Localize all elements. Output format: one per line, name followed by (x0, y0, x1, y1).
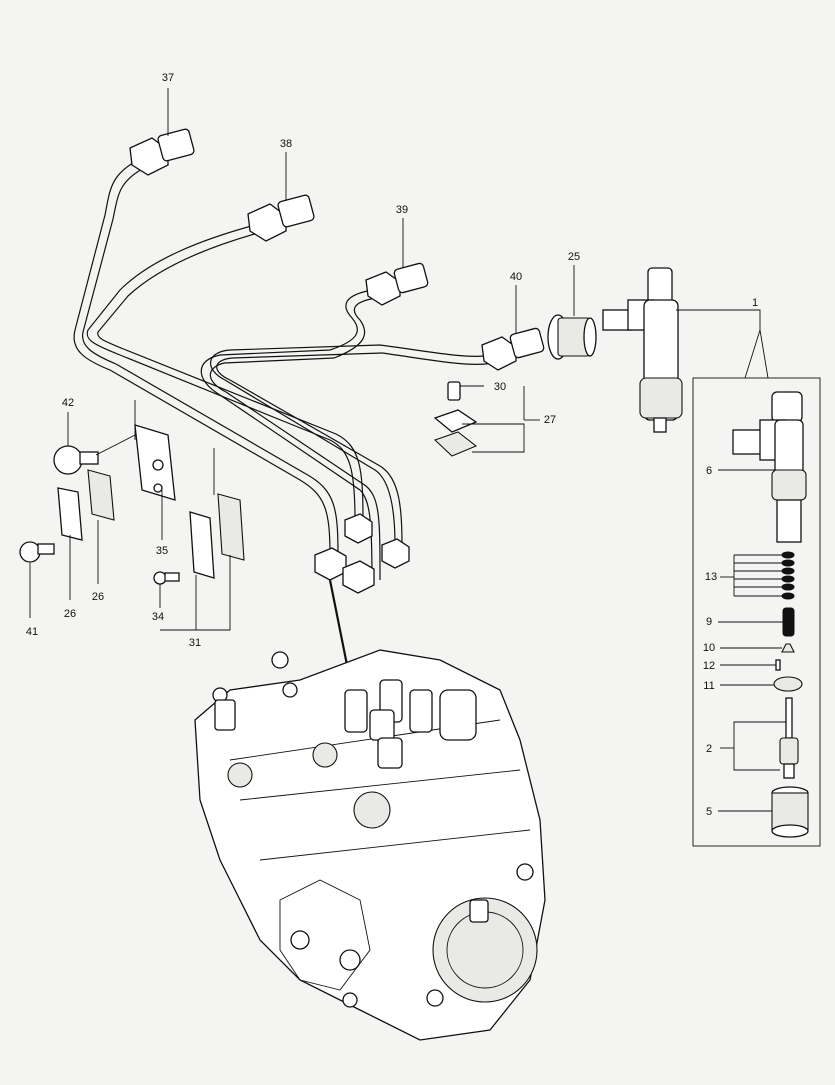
nut-40 (481, 327, 545, 371)
shims-13 (781, 551, 795, 600)
callout-5: 5 (705, 806, 713, 818)
pipe-end-nut (342, 560, 375, 594)
injection-pipes (73, 128, 545, 691)
callout-26-right: 26 (91, 591, 105, 603)
callout-38: 38 (279, 138, 293, 150)
clamp-27 (433, 381, 478, 457)
clamp-35 (134, 424, 176, 501)
callout-42: 42 (61, 397, 75, 409)
bolt-41 (19, 541, 55, 563)
nozzle-body-6 (732, 391, 807, 543)
callout-10: 10 (702, 642, 716, 654)
callout-27: 27 (543, 414, 557, 426)
callout-11: 11 (703, 680, 715, 692)
pin-12 (775, 659, 781, 671)
injector-nozzle-1 (602, 267, 683, 433)
spring-9 (782, 607, 795, 637)
callout-9: 9 (705, 616, 713, 628)
callout-13: 13 (704, 571, 718, 583)
nut-39 (365, 262, 429, 306)
callout-37: 37 (161, 72, 175, 84)
callout-41: 41 (25, 626, 39, 638)
callout-1: 1 (751, 297, 759, 309)
injection-pump (194, 649, 546, 1041)
clamp-26a (57, 487, 83, 541)
spring-seat-10 (781, 643, 795, 653)
callout-2: 2 (705, 743, 713, 755)
bolt-42 (53, 445, 99, 475)
nozzle-2 (779, 697, 799, 779)
nut-38 (247, 194, 315, 242)
nut-37 (129, 128, 195, 176)
nozzle-nut-5 (771, 786, 809, 838)
callout-39: 39 (395, 204, 409, 216)
spacer-11 (773, 676, 803, 692)
callout-30: 30 (493, 381, 507, 393)
callout-35: 35 (155, 545, 169, 557)
callout-26-left: 26 (63, 608, 77, 620)
pipe-end-nut (381, 538, 410, 569)
clamp-31 (189, 493, 245, 579)
callout-12: 12 (702, 660, 716, 672)
exploded-detail-box (692, 377, 821, 847)
leader-lines (29, 88, 786, 812)
pipe-end-nut (314, 547, 347, 581)
callout-31: 31 (188, 637, 202, 649)
pipe-end-nut (344, 513, 373, 544)
sleeve-25 (547, 314, 597, 360)
callout-6: 6 (705, 465, 713, 477)
clamp-26b (87, 469, 115, 521)
callout-40: 40 (509, 271, 523, 283)
bolt-34 (153, 571, 180, 585)
callout-25: 25 (567, 251, 581, 263)
callout-34: 34 (151, 611, 165, 623)
